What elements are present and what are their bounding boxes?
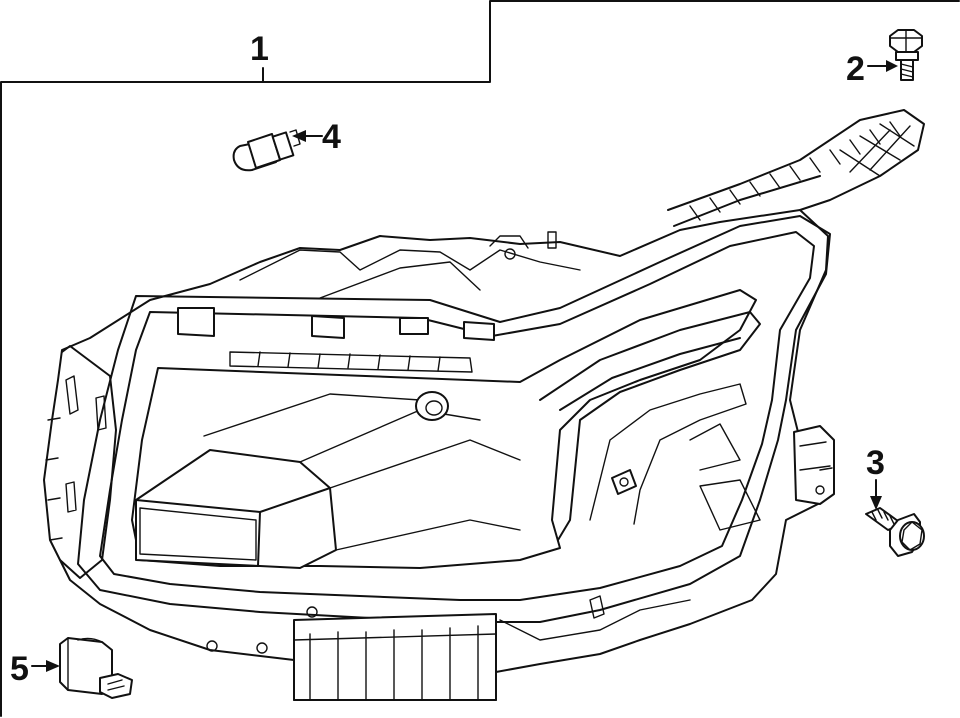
callout-4-label[interactable]: 4 <box>322 118 341 156</box>
callout-2-label[interactable]: 2 <box>846 50 865 88</box>
headlamp-assembly <box>43 109 925 701</box>
bulb-part-4 <box>232 129 301 172</box>
callout-2-arrow <box>886 60 898 72</box>
callout-3-label[interactable]: 3 <box>866 444 885 482</box>
callout-1-label[interactable]: 1 <box>250 30 269 68</box>
socket-part-5 <box>59 637 133 699</box>
callout-3-arrow <box>870 496 882 510</box>
bolt-part-2 <box>889 29 923 81</box>
callout-5-label[interactable]: 5 <box>10 650 29 688</box>
callout-5-arrow <box>46 660 60 672</box>
screw-part-3 <box>865 507 925 557</box>
callout-4-arrow <box>292 130 306 142</box>
